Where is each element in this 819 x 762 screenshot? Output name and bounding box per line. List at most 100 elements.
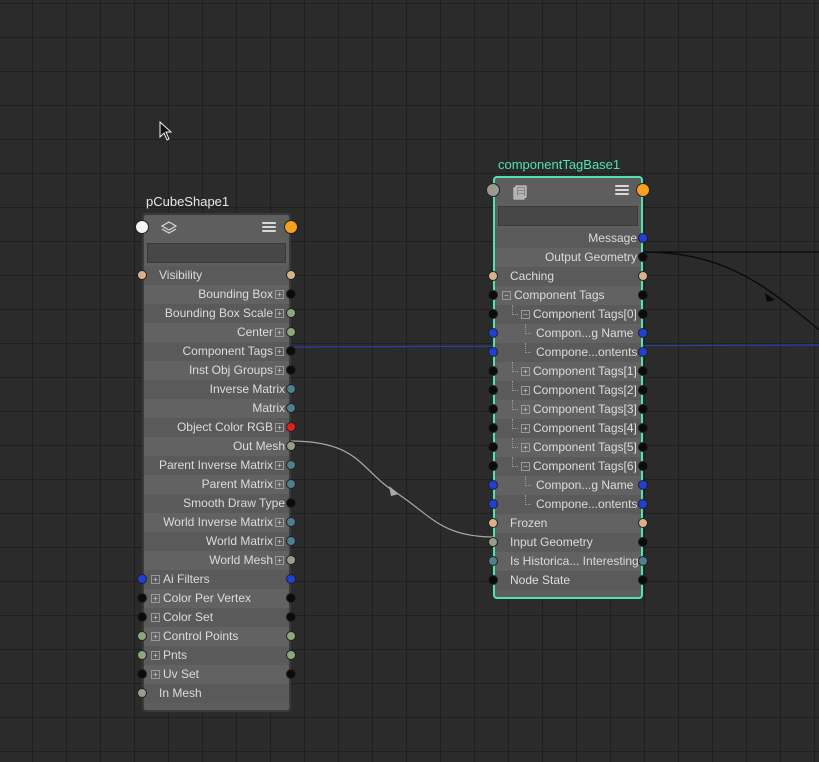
expand-icon[interactable]: + (151, 632, 160, 641)
attr-row-component-tags-2[interactable]: +Component Tags[2] (488, 381, 648, 400)
expand-icon[interactable]: + (275, 309, 284, 318)
node-input-port[interactable] (486, 183, 500, 197)
output-port[interactable] (638, 575, 648, 585)
expand-icon[interactable]: + (275, 518, 284, 527)
output-port[interactable] (638, 309, 648, 319)
attr-row-inst-obj-groups[interactable]: Inst Obj Groups+ (144, 361, 296, 380)
attr-row-parent-matrix[interactable]: Parent Matrix+ (144, 475, 296, 494)
collapse-icon[interactable]: − (521, 310, 530, 319)
output-port[interactable] (638, 404, 648, 414)
collapse-icon[interactable]: − (521, 462, 530, 471)
attr-row-color-per-vertex[interactable]: +Color Per Vertex (137, 589, 296, 608)
input-port[interactable] (488, 442, 498, 452)
output-port[interactable] (286, 403, 296, 413)
input-port[interactable] (488, 328, 498, 338)
input-port[interactable] (488, 404, 498, 414)
output-port[interactable] (638, 233, 648, 243)
collapse-icon[interactable]: − (502, 291, 511, 300)
expand-icon[interactable]: + (275, 290, 284, 299)
input-port[interactable] (137, 688, 147, 698)
output-port[interactable] (638, 385, 648, 395)
output-port[interactable] (638, 423, 648, 433)
node-title[interactable]: pCubeShape1 (146, 194, 230, 209)
output-port[interactable] (638, 537, 648, 547)
expand-icon[interactable]: + (521, 424, 530, 433)
wire-outmesh-to-inputgeometry[interactable] (289, 440, 495, 538)
output-port[interactable] (286, 479, 296, 489)
attr-row-inverse-matrix[interactable]: Inverse Matrix (144, 380, 296, 399)
attr-row-out-mesh[interactable]: Out Mesh (144, 437, 296, 456)
output-port[interactable] (638, 556, 648, 566)
attr-row-input-geometry[interactable]: Input Geometry (488, 533, 648, 552)
expand-icon[interactable]: + (521, 386, 530, 395)
expand-icon[interactable]: + (275, 480, 284, 489)
attr-row-compone-ontents[interactable]: Compone...ontents (488, 343, 648, 362)
attr-row-world-matrix[interactable]: World Matrix+ (144, 532, 296, 551)
output-port[interactable] (286, 631, 296, 641)
expand-icon[interactable]: + (521, 443, 530, 452)
output-port[interactable] (286, 365, 296, 375)
input-port[interactable] (488, 366, 498, 376)
attr-row-component-tags[interactable]: −Component Tags (488, 286, 648, 305)
input-port[interactable] (488, 575, 498, 585)
node-menu-icon[interactable] (615, 183, 629, 197)
input-port[interactable] (488, 480, 498, 490)
attr-row-compone-ontents[interactable]: Compone...ontents (488, 495, 648, 514)
expand-icon[interactable]: + (521, 367, 530, 376)
output-port[interactable] (638, 290, 648, 300)
input-port[interactable] (488, 423, 498, 433)
output-port[interactable] (286, 536, 296, 546)
input-port[interactable] (488, 461, 498, 471)
attr-row-component-tags-6[interactable]: −Component Tags[6] (488, 457, 648, 476)
attr-row-component-tags-4[interactable]: +Component Tags[4] (488, 419, 648, 438)
attr-row-component-tags-5[interactable]: +Component Tags[5] (488, 438, 648, 457)
node-menu-icon[interactable] (262, 220, 276, 234)
attr-row-component-tags-1[interactable]: +Component Tags[1] (488, 362, 648, 381)
attribute-filter-field[interactable] (498, 206, 638, 226)
output-port[interactable] (286, 441, 296, 451)
attr-row-output-geometry[interactable]: Output Geometry (495, 248, 648, 267)
node-header[interactable] (486, 178, 650, 204)
output-port[interactable] (286, 270, 296, 280)
attr-row-center[interactable]: Center+ (144, 323, 296, 342)
input-port[interactable] (137, 612, 147, 622)
attr-row-component-tags[interactable]: Component Tags+ (144, 342, 296, 361)
attr-row-component-tags-3[interactable]: +Component Tags[3] (488, 400, 648, 419)
attr-row-world-mesh[interactable]: World Mesh+ (144, 551, 296, 570)
output-port[interactable] (638, 518, 648, 528)
attr-row-in-mesh[interactable]: In Mesh (137, 684, 289, 703)
output-port[interactable] (638, 461, 648, 471)
node-input-port[interactable] (135, 220, 149, 234)
input-port[interactable] (488, 347, 498, 357)
input-port[interactable] (488, 518, 498, 528)
output-port[interactable] (286, 498, 296, 508)
input-port[interactable] (137, 650, 147, 660)
output-port[interactable] (286, 346, 296, 356)
node-title[interactable]: componentTagBase1 (498, 157, 621, 172)
output-port[interactable] (638, 347, 648, 357)
output-port[interactable] (286, 517, 296, 527)
expand-icon[interactable]: + (151, 594, 160, 603)
output-port[interactable] (286, 555, 296, 565)
expand-icon[interactable]: + (151, 651, 160, 660)
attr-row-component-tags-0[interactable]: −Component Tags[0] (488, 305, 648, 324)
attr-row-caching[interactable]: Caching (488, 267, 648, 286)
attr-row-visibility[interactable]: Visibility (137, 266, 296, 285)
attribute-filter-field[interactable] (147, 243, 286, 263)
input-port[interactable] (488, 290, 498, 300)
attr-row-compon-g-name[interactable]: Compon...g Name (488, 476, 648, 495)
output-port[interactable] (286, 669, 296, 679)
input-port[interactable] (137, 593, 147, 603)
output-port[interactable] (638, 442, 648, 452)
node-output-port[interactable] (284, 220, 298, 234)
input-port[interactable] (488, 556, 498, 566)
attr-row-bounding-box[interactable]: Bounding Box+ (144, 285, 296, 304)
input-port[interactable] (488, 271, 498, 281)
expand-icon[interactable]: + (521, 405, 530, 414)
expand-icon[interactable]: + (275, 556, 284, 565)
output-port[interactable] (286, 612, 296, 622)
attr-row-is-historica-interesting[interactable]: Is Historica... Interesting (488, 552, 648, 571)
attr-row-ai-filters[interactable]: +Ai Filters (137, 570, 296, 589)
node-output-port[interactable] (636, 183, 650, 197)
